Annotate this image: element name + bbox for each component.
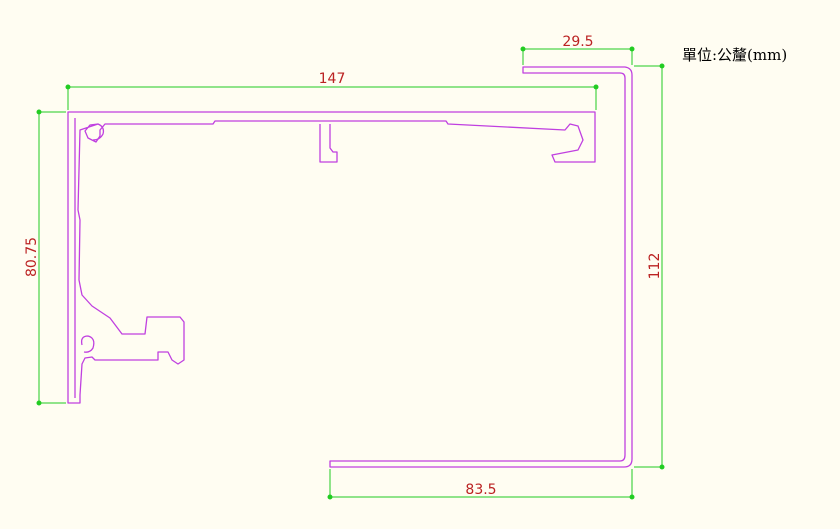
dim-top-width: 147 [319,71,346,87]
profile-upper-hook [92,123,105,141]
dim-bottom-width: 83.5 [465,482,496,498]
profile-left-section [67,111,596,404]
profile-lower-bead [80,335,95,353]
dim-left-height: 80.75 [24,237,40,277]
unit-label: 單位:公釐(mm) [682,46,787,64]
dimension-labels: 147 80.75 112 29.5 83.5 [24,34,663,498]
profile-right-channel [329,66,633,468]
profile-outline [67,66,633,468]
dimension-lines [36,46,665,500]
profile-center-slot [319,124,338,163]
dim-top-right-flange: 29.5 [562,34,593,50]
dim-right-height: 112 [647,253,663,280]
